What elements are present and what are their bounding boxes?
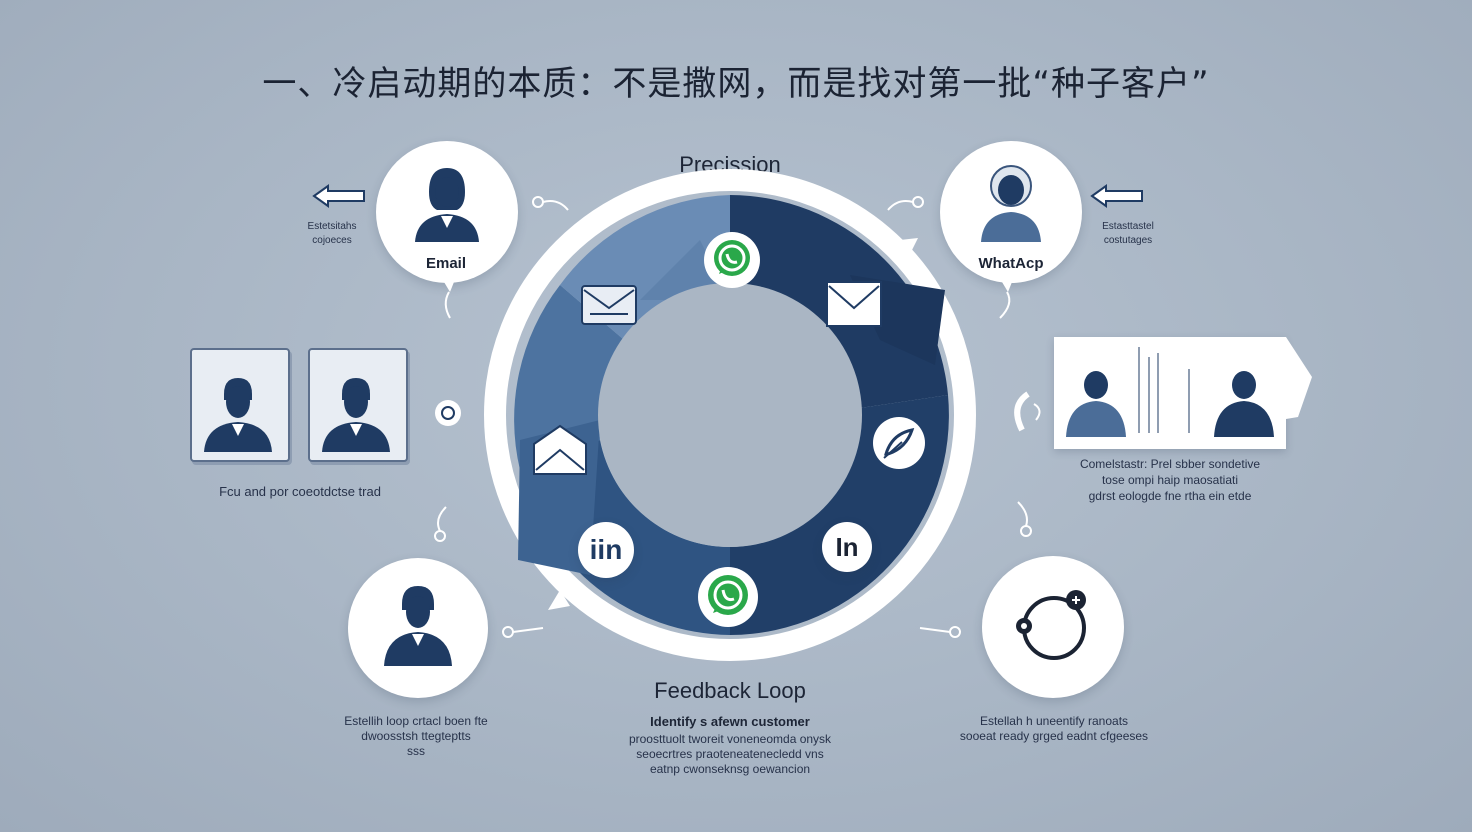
envelope-icon	[533, 424, 587, 475]
refresh-icon	[1016, 590, 1086, 660]
comparison-graphic	[1066, 337, 1312, 437]
connector-dot	[502, 626, 544, 638]
linkedin-icon: In	[822, 522, 872, 572]
person-icon	[1214, 371, 1274, 437]
person-icon	[981, 165, 1041, 242]
whatsapp-icon	[698, 567, 758, 627]
connector-dot	[435, 400, 461, 426]
bottom-right-caption: Estellah h uneentify ranoats sooeat read…	[959, 714, 1149, 743]
panel-caption: Comelstastr: Prel sbber sondetive tose o…	[1079, 457, 1261, 503]
person-icon	[415, 168, 479, 242]
connector-dot	[1014, 391, 1041, 432]
pin-tail	[999, 282, 1012, 319]
connector-dot	[434, 506, 447, 542]
email-node	[376, 141, 518, 283]
page-title: 一、冷启动期的本质：不是撒网，而是找对第一批“种子客户”	[262, 64, 1210, 104]
linkedin-icon: iin	[578, 522, 634, 578]
email-side-text: Estetsitahs cojoeces	[307, 221, 357, 246]
connector-dot	[919, 626, 961, 638]
person-icon	[204, 378, 272, 452]
person-icon	[1066, 371, 1126, 437]
bottom-center-heading: Identify s afewn customer	[650, 714, 810, 729]
connector-dot	[1017, 501, 1032, 537]
whatsapp-side-text: Estasttastel costutages	[1102, 221, 1154, 246]
whatsapp-label: WhatAcp	[978, 255, 1044, 272]
arrow-left-icon	[312, 184, 365, 208]
person-icon	[322, 378, 390, 452]
arrow-left-icon	[1090, 184, 1143, 208]
mail-icon	[826, 281, 882, 327]
pin-tail	[444, 282, 454, 319]
bottom-center-caption: proosttuolt tworeit voneneomda onysk seo…	[628, 732, 832, 776]
feedback-loop-label: Feedback Loop	[654, 678, 806, 703]
bottom-left-caption: Estellih loop crtacl boen fte dwoosstsh …	[344, 714, 488, 758]
cards-caption: Fcu and por coeotdctse trad	[219, 484, 381, 499]
cycle-node	[982, 556, 1124, 698]
person-icon	[384, 586, 452, 666]
email-label: Email	[425, 255, 467, 272]
whatsapp-icon	[704, 232, 760, 288]
connector-dot	[532, 196, 569, 211]
connector-dot	[887, 196, 924, 211]
envelope-icon	[581, 285, 637, 325]
feather-icon	[873, 417, 925, 469]
